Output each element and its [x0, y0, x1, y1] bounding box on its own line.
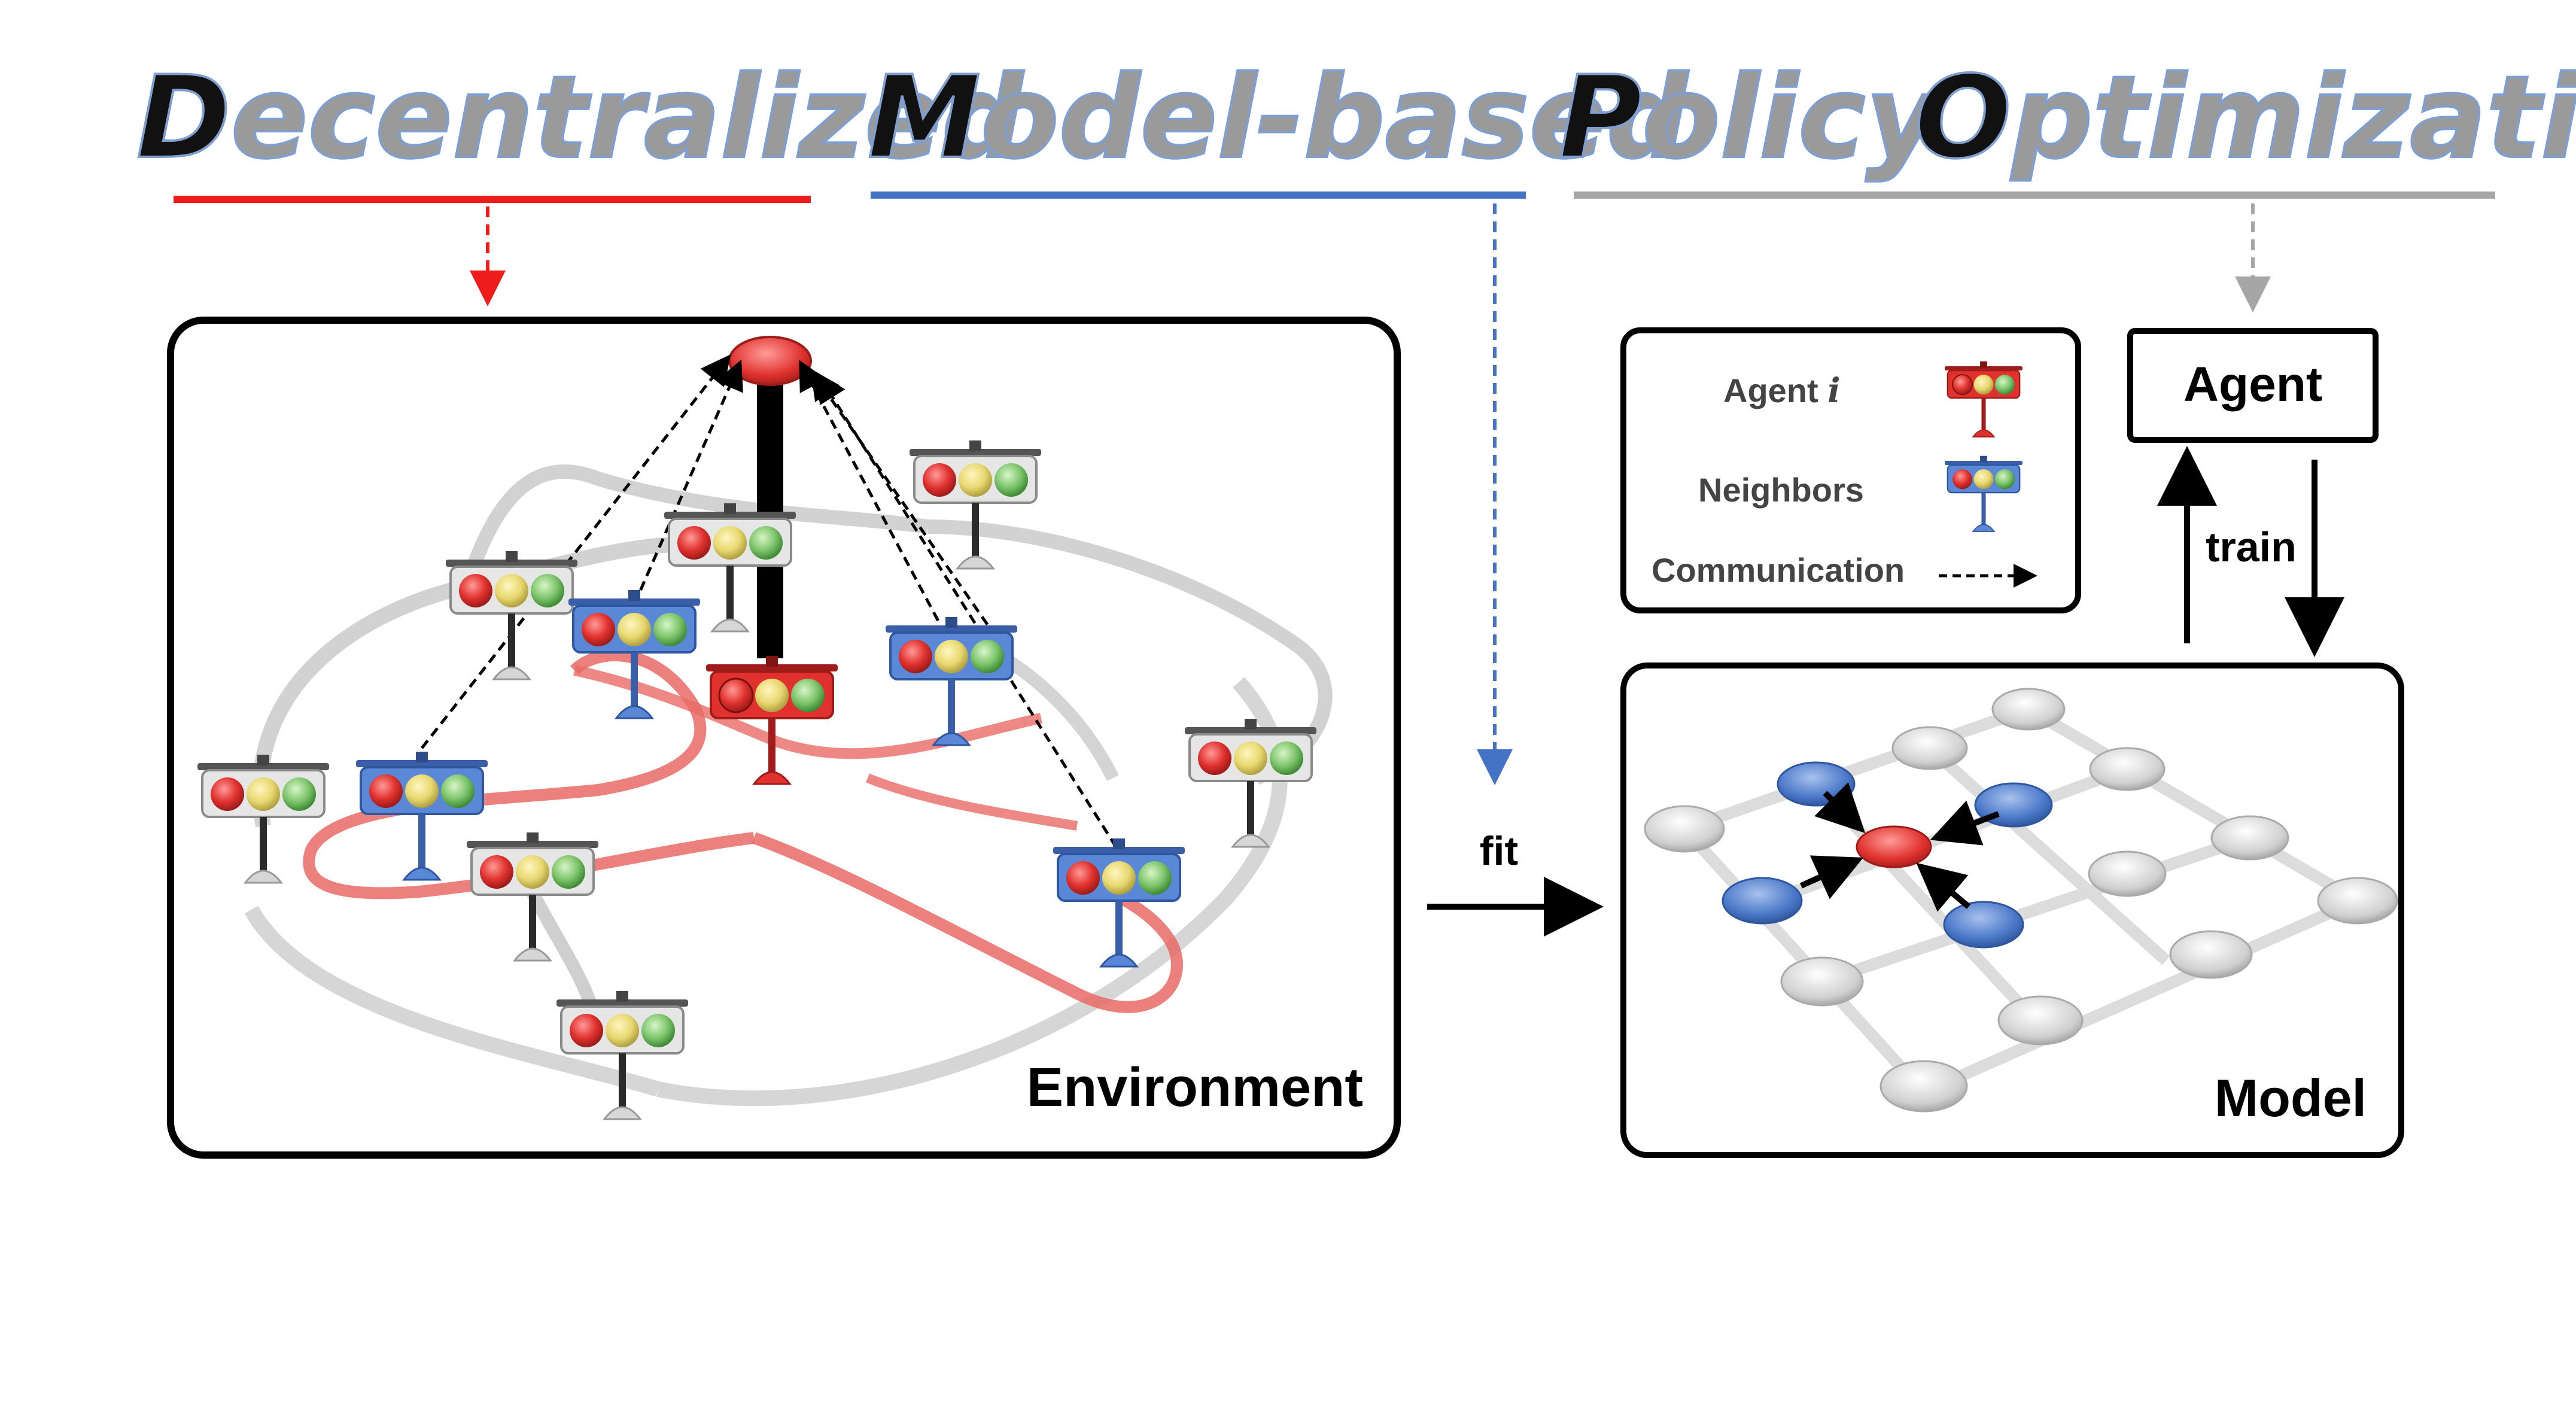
model-node-neighbor	[1943, 901, 2024, 949]
model-message-arrows	[1799, 782, 2000, 912]
communication-hub	[728, 336, 812, 386]
comm-arrow-1	[421, 354, 731, 749]
model-node	[2317, 877, 2398, 925]
model-node	[1997, 995, 2084, 1046]
title-word-model-based: Model-based	[868, 51, 1689, 184]
model-node	[2210, 815, 2289, 861]
comm-arrow-2	[632, 359, 743, 606]
comm-arrow-4	[810, 369, 998, 639]
model-node	[2089, 747, 2166, 791]
legend-box	[1620, 327, 2081, 613]
message-arrow	[1930, 800, 2000, 846]
model-node-neighbor	[1722, 877, 1803, 925]
model-node	[1991, 688, 2066, 731]
message-arrow	[1799, 855, 1864, 899]
message-arrow	[1916, 862, 1971, 912]
train-label: train	[2206, 524, 2297, 570]
agent-box	[2127, 328, 2379, 443]
communication-arrows	[421, 354, 1118, 848]
model-node-neighbor	[1777, 761, 1856, 807]
model-graph	[1644, 688, 2398, 1113]
environment-box	[167, 317, 1401, 1159]
title-word-decentralized: Decentralized	[136, 51, 1024, 184]
model-label: Model	[2215, 1068, 2367, 1128]
model-node	[1879, 1060, 1968, 1113]
title-word-optimization: Optimization	[1915, 51, 2576, 184]
legend-agent-label: Agent i	[1723, 371, 1841, 411]
environment-label: Environment	[1027, 1057, 1363, 1118]
title: Decentralized Model-based Policy Optimiz…	[135, 50, 2576, 185]
title-word-policy: Policy	[1559, 51, 1944, 184]
legend-neighbors-label: Neighbors	[1698, 471, 1864, 509]
model-node	[1780, 956, 1864, 1007]
model-node	[1644, 805, 1725, 853]
message-arrow	[1814, 782, 1866, 834]
fit-label: fit	[1480, 828, 1518, 874]
model-node	[1891, 726, 1968, 770]
model-graph-nodes	[1644, 688, 2398, 1113]
model-node	[2169, 930, 2253, 979]
agent-box-label: Agent	[2183, 357, 2322, 412]
model-node	[2088, 850, 2167, 897]
comm-arrow-3	[799, 360, 947, 636]
legend-communication-label: Communication	[1652, 551, 1905, 589]
model-node-agent-i	[1856, 825, 1932, 868]
